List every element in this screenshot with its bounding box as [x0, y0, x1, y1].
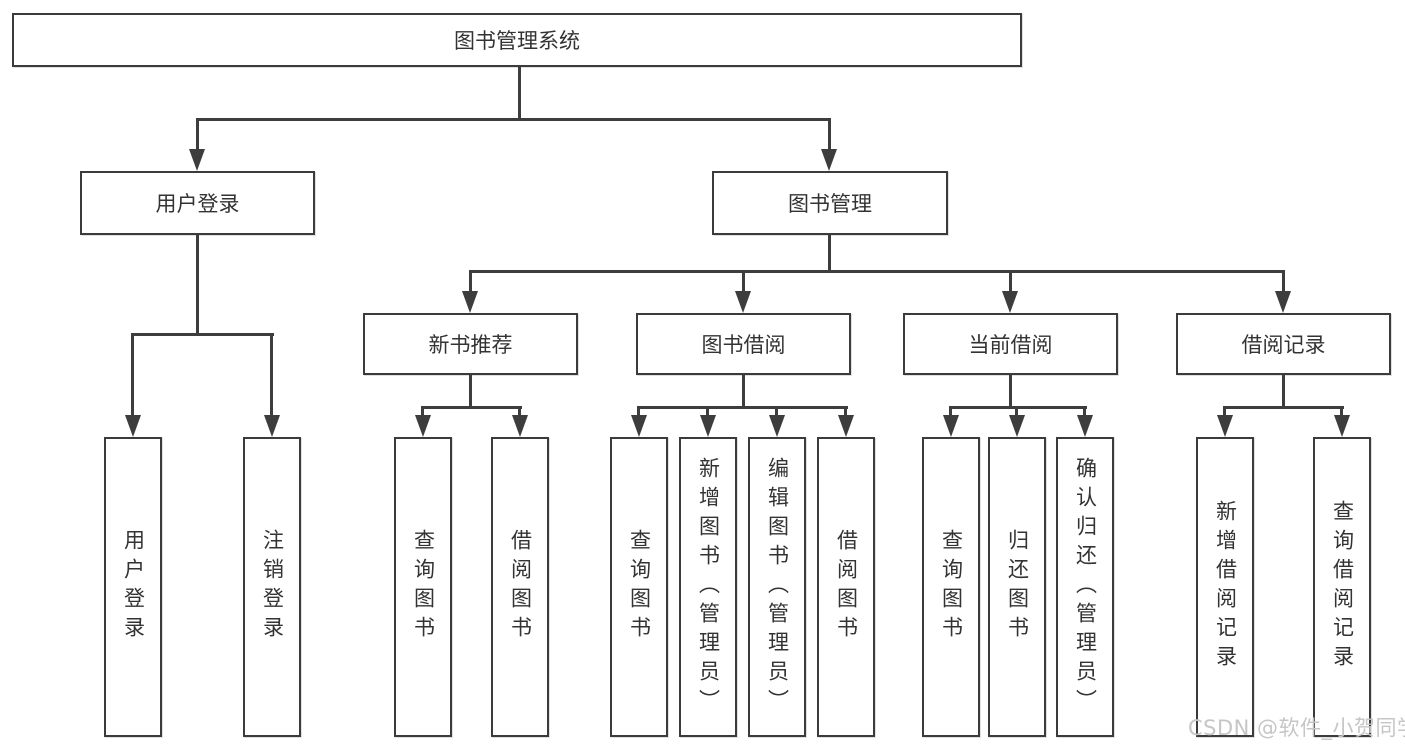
connector-bus — [469, 270, 1285, 273]
connector-stem — [1282, 375, 1285, 408]
leaf-label: 查询图书 — [411, 529, 436, 645]
node-label: 用户登录 — [155, 192, 240, 216]
arrow-down-icon — [1009, 415, 1025, 437]
leaf-cb-return-books: 归还图书 — [988, 437, 1046, 737]
node-library-management-system: 图书管理系统 — [12, 13, 1022, 67]
node-book-borrowing: 图书借阅 — [636, 313, 851, 375]
leaf-label: 查询图书 — [627, 529, 652, 645]
connector-stem — [469, 375, 472, 408]
arrow-down-icon — [1275, 291, 1291, 313]
connector-drop — [1083, 406, 1086, 417]
node-label: 新书推荐 — [428, 333, 513, 357]
connector-drop — [1282, 270, 1285, 293]
arrow-down-icon — [264, 415, 280, 437]
connector-drop — [1223, 406, 1226, 417]
leaf-label: 查询图书 — [939, 529, 964, 645]
connector-bus — [421, 406, 522, 409]
leaf-label: 新增图书（管理员） — [696, 456, 721, 718]
arrow-down-icon — [512, 415, 528, 437]
node-user-login: 用户登录 — [80, 171, 315, 235]
leaf-label: 查询借阅记录 — [1330, 500, 1355, 674]
connector-drop — [270, 333, 273, 417]
leaf-bb-borrow-books: 借阅图书 — [817, 437, 875, 737]
leaf-label: 借阅图书 — [834, 529, 859, 645]
leaf-br-add-record: 新增借阅记录 — [1196, 437, 1254, 737]
node-label: 当前借阅 — [968, 333, 1053, 357]
arrow-down-icon — [462, 291, 478, 313]
node-book-management: 图书管理 — [712, 171, 948, 235]
leaf-label: 归还图书 — [1005, 529, 1030, 645]
leaf-logout: 注销登录 — [243, 437, 301, 737]
leaf-nbr-borrow-books: 借阅图书 — [491, 437, 549, 737]
connector-drop — [742, 270, 745, 293]
connector-drop — [828, 118, 831, 151]
leaf-cb-confirm-return-admin: 确认归还（管理员） — [1056, 437, 1114, 737]
connector-drop — [949, 406, 952, 417]
arrow-down-icon — [735, 291, 751, 313]
connector-stem — [828, 235, 831, 272]
node-borrowing-records: 借阅记录 — [1176, 313, 1391, 375]
connector-bus — [949, 406, 1087, 409]
connector-drop — [518, 406, 521, 417]
arrow-down-icon — [838, 415, 854, 437]
arrow-down-icon — [125, 415, 141, 437]
arrow-down-icon — [1217, 415, 1233, 437]
arrow-down-icon — [1002, 291, 1018, 313]
connector-bus — [131, 333, 274, 336]
node-label: 图书管理 — [788, 192, 872, 216]
connector-stem — [518, 67, 521, 120]
leaf-cb-query-books: 查询图书 — [922, 437, 980, 737]
connector-bus — [196, 118, 831, 121]
leaf-bb-edit-books-admin: 编辑图书（管理员） — [748, 437, 806, 737]
connector-stem — [196, 235, 199, 335]
arrow-down-icon — [631, 415, 647, 437]
connector-drop — [1015, 406, 1018, 417]
watermark: CSDN @软件_小贺同学 — [1188, 716, 1405, 740]
node-label: 借阅记录 — [1241, 333, 1326, 357]
arrow-down-icon — [821, 149, 837, 171]
connector-drop — [421, 406, 424, 417]
connector-drop — [469, 270, 472, 293]
leaf-nbr-query-books: 查询图书 — [394, 437, 452, 737]
node-new-book-recommendation: 新书推荐 — [363, 313, 578, 375]
connector-drop — [637, 406, 640, 417]
arrow-down-icon — [700, 415, 716, 437]
connector-drop — [196, 118, 199, 151]
leaf-label: 用户登录 — [121, 529, 146, 645]
connector-bus — [637, 406, 848, 409]
connector-drop — [706, 406, 709, 417]
connector-drop — [844, 406, 847, 417]
arrow-down-icon — [1077, 415, 1093, 437]
arrow-down-icon — [1334, 415, 1350, 437]
leaf-bb-add-books-admin: 新增图书（管理员） — [679, 437, 737, 737]
leaf-label: 新增借阅记录 — [1213, 500, 1238, 674]
leaf-label: 借阅图书 — [508, 529, 533, 645]
arrow-down-icon — [769, 415, 785, 437]
connector-stem — [1009, 375, 1012, 408]
arrow-down-icon — [943, 415, 959, 437]
connector-drop — [1009, 270, 1012, 293]
leaf-bb-query-books: 查询图书 — [610, 437, 668, 737]
leaf-user-login: 用户登录 — [104, 437, 162, 737]
leaf-label: 注销登录 — [260, 529, 285, 645]
node-label: 图书管理系统 — [454, 29, 580, 53]
leaf-label: 编辑图书（管理员） — [765, 456, 790, 718]
node-current-borrowing: 当前借阅 — [903, 313, 1118, 375]
arrow-down-icon — [189, 149, 205, 171]
connector-drop — [131, 333, 134, 417]
connector-stem — [742, 375, 745, 408]
arrow-down-icon — [415, 415, 431, 437]
connector-bus — [1223, 406, 1344, 409]
connector-drop — [1340, 406, 1343, 417]
leaf-label: 确认归还（管理员） — [1073, 456, 1098, 718]
node-label: 图书借阅 — [701, 333, 786, 357]
leaf-br-query-record: 查询借阅记录 — [1313, 437, 1371, 737]
connector-drop — [775, 406, 778, 417]
